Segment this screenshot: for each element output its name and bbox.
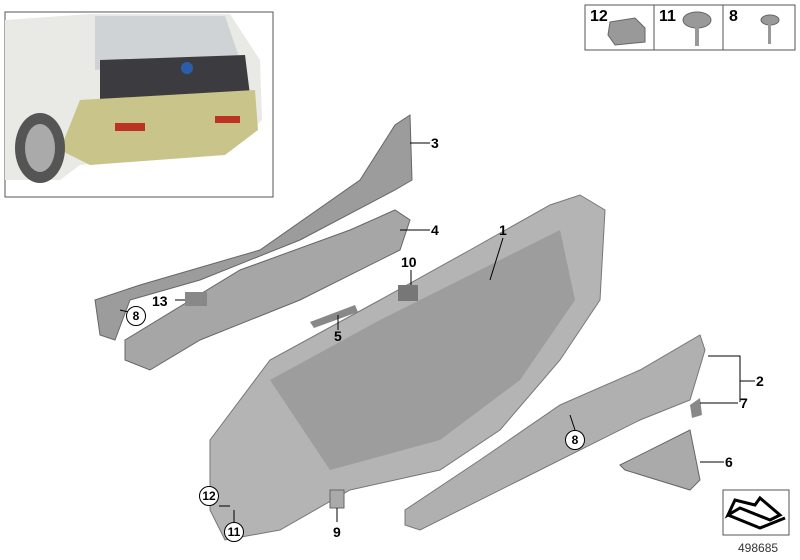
diagram-number: 498685 — [738, 541, 779, 555]
callout-6[interactable]: 6 — [725, 454, 733, 470]
part-13-clip — [185, 292, 207, 306]
callout-9[interactable]: 9 — [333, 524, 341, 540]
callout-10[interactable]: 10 — [401, 254, 417, 270]
callout-12-circled[interactable]: 12 — [199, 486, 219, 506]
legend-number-12: 12 — [590, 8, 608, 25]
callout-5[interactable]: 5 — [334, 328, 342, 344]
screw-icon — [760, 14, 780, 44]
legend-number-8: 8 — [729, 8, 738, 25]
callout-13[interactable]: 13 — [152, 293, 168, 309]
part-7-cover — [690, 398, 702, 418]
callout-8-circled[interactable]: 8 — [565, 430, 585, 450]
vehicle-inset-image — [4, 11, 274, 198]
part-10-sensor — [398, 285, 418, 301]
callout-2[interactable]: 2 — [756, 373, 764, 389]
callout-11-circled[interactable]: 11 — [224, 522, 244, 542]
callout-7[interactable]: 7 — [740, 395, 748, 411]
leader-lines — [119, 142, 755, 522]
part-3-energy-absorber — [94, 114, 413, 341]
part-4-bumper-carrier — [124, 209, 411, 371]
orientation-arrow-icon — [722, 489, 790, 536]
fastener-legend — [584, 4, 796, 51]
part-6-bracket — [619, 429, 701, 491]
flange-screw-icon — [682, 11, 712, 46]
legend-number-11: 11 — [659, 8, 676, 25]
callout-1[interactable]: 1 — [499, 222, 507, 238]
callout-4[interactable]: 4 — [431, 222, 439, 238]
part-2-rear-panel — [404, 334, 706, 531]
part-9-nut — [329, 489, 345, 509]
clip-nut-icon — [607, 17, 646, 46]
callout-8-circled[interactable]: 8 — [126, 306, 146, 326]
part-5-bracket — [310, 305, 358, 328]
callout-3[interactable]: 3 — [431, 135, 439, 151]
